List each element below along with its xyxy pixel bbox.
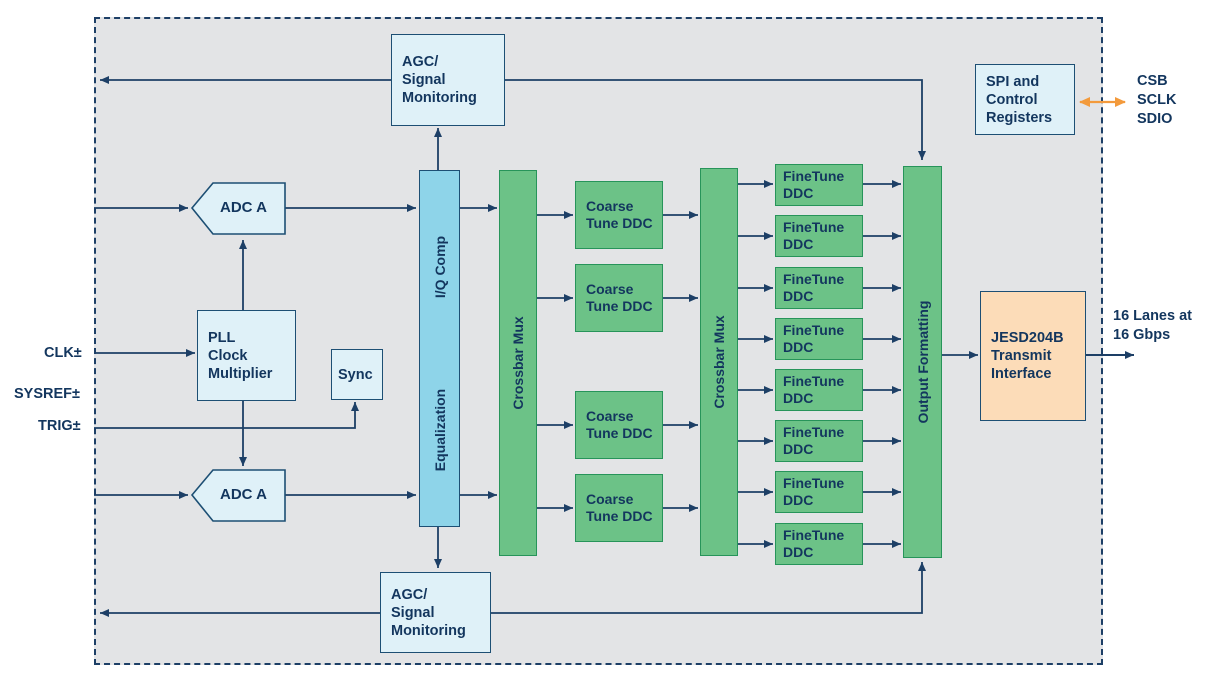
spi-pins-label: CSB SCLK SDIO: [1137, 73, 1177, 127]
coarse-tune-ddc-4: Coarse Tune DDC: [575, 474, 663, 542]
finetune-ddc-6: FineTune DDC: [775, 420, 863, 462]
sysref-pin-label: SYSREF±: [14, 386, 80, 402]
finetune-ddc-1: FineTune DDC: [775, 164, 863, 206]
output-formatting-label: Output Formatting: [914, 300, 931, 424]
iq-comp-label: I/Q Comp: [431, 235, 448, 298]
coarse-tune-ddc-1: Coarse Tune DDC: [575, 181, 663, 249]
sync-block: Sync: [331, 349, 383, 400]
finetune-ddc-3: FineTune DDC: [775, 267, 863, 309]
crossbar-mux-2: Crossbar Mux: [700, 168, 738, 556]
output-formatting-block: Output Formatting: [903, 166, 942, 558]
spi-control-registers: SPI and Control Registers: [975, 64, 1075, 135]
pll-clock-multiplier: PLL Clock Multiplier: [197, 310, 296, 401]
lanes-label: 16 Lanes at 16 Gbps: [1113, 308, 1192, 343]
trig-pin-label: TRIG±: [38, 418, 81, 434]
crossbar-mux-2-label: Crossbar Mux: [711, 315, 727, 409]
coarse-tune-ddc-3: Coarse Tune DDC: [575, 391, 663, 459]
finetune-ddc-2: FineTune DDC: [775, 215, 863, 257]
crossbar-mux-1: Crossbar Mux: [499, 170, 537, 556]
crossbar-mux-1-label: Crossbar Mux: [510, 316, 526, 410]
clk-pin-label: CLK±: [44, 345, 82, 361]
finetune-ddc-7: FineTune DDC: [775, 471, 863, 513]
finetune-ddc-8: FineTune DDC: [775, 523, 863, 565]
finetune-ddc-4: FineTune DDC: [775, 318, 863, 360]
agc-signal-monitoring-top: AGC/ Signal Monitoring: [391, 34, 505, 126]
finetune-ddc-5: FineTune DDC: [775, 369, 863, 411]
agc-signal-monitoring-bottom: AGC/ Signal Monitoring: [380, 572, 491, 653]
equalization-label: Equalization: [431, 388, 448, 472]
adc-a-top-label: ADC A: [220, 199, 267, 216]
adc-a-bottom-label: ADC A: [220, 486, 267, 503]
jesd204b-transmit-interface: JESD204B Transmit Interface: [980, 291, 1086, 421]
equalization-iq-comp-block: I/Q Comp Equalization: [419, 170, 460, 527]
coarse-tune-ddc-2: Coarse Tune DDC: [575, 264, 663, 332]
